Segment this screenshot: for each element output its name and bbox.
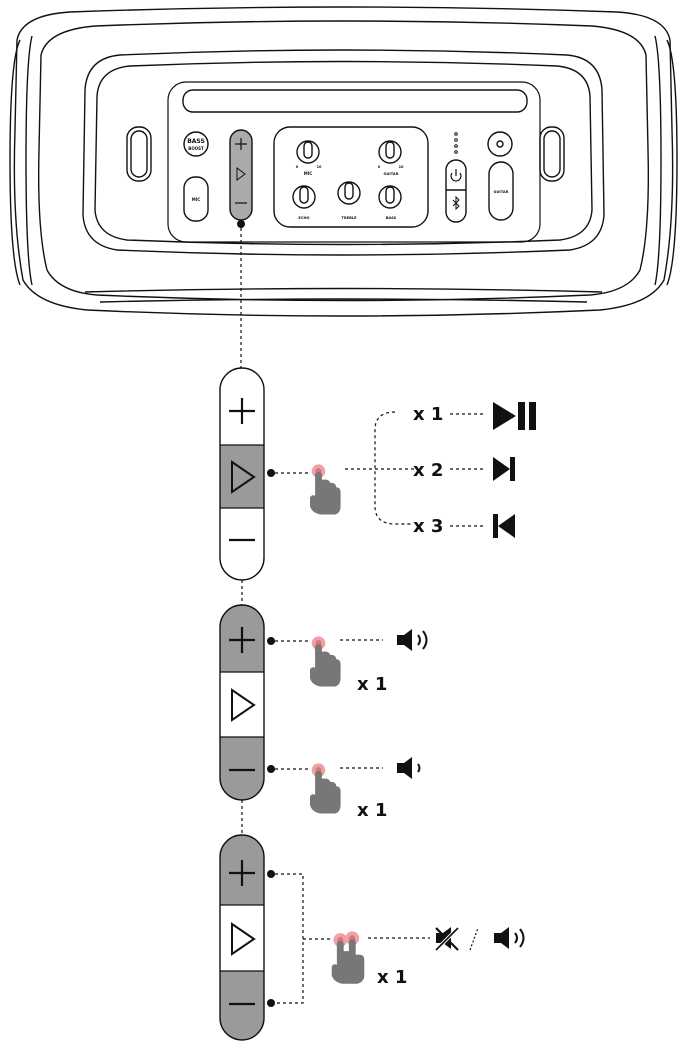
previous-track-icon — [493, 514, 515, 538]
volume-down-icon — [397, 757, 421, 779]
mic-scale-min: 0 — [296, 165, 299, 169]
mic-scale-max: 10 — [317, 165, 322, 169]
knob-label-guitar: GUITAR — [384, 172, 399, 176]
press-count-1: x 1 — [413, 404, 443, 425]
plus-icon — [229, 860, 255, 886]
knob-guitar — [378, 140, 402, 164]
knob-label-treble: TREBLE — [341, 216, 357, 220]
bass-boost-label-2: BOOST — [188, 146, 204, 151]
play-icon — [231, 922, 256, 956]
knob-label-mic: MIC — [304, 171, 312, 176]
press-count-2: x 2 — [413, 460, 443, 481]
knob-label-bass: BASS — [386, 216, 397, 220]
slash-separator — [469, 927, 479, 951]
press-hand-icon — [310, 636, 341, 687]
play-icon — [231, 688, 256, 722]
volume-control-strip — [219, 604, 265, 801]
knob-bass — [378, 185, 402, 209]
unmute-icon — [494, 927, 525, 949]
mute-control-strip — [219, 834, 265, 1041]
volume-down-count: x 1 — [357, 800, 387, 821]
guitar-scale-min: 0 — [378, 165, 381, 169]
knob-mic — [296, 140, 320, 164]
next-track-icon — [493, 457, 515, 481]
guitar-scale-max: 10 — [399, 165, 404, 169]
press-count-3: x 3 — [413, 516, 443, 537]
volume-up-icon — [397, 629, 428, 651]
bass-boost-label-1: BASS — [187, 138, 205, 145]
mute-icon — [434, 926, 460, 952]
plus-icon — [229, 398, 255, 424]
knob-echo — [292, 185, 316, 209]
press-hand-icon — [310, 464, 341, 515]
knob-treble — [337, 181, 361, 205]
play-icon — [231, 460, 256, 494]
speaker-top-view — [9, 6, 678, 317]
volume-up-count: x 1 — [357, 674, 387, 695]
mute-count: x 1 — [377, 967, 407, 988]
plus-icon — [229, 627, 255, 653]
play-control-strip — [219, 367, 265, 581]
double-press-hand-icon — [331, 931, 365, 984]
mic-button-label: MIC — [192, 197, 200, 202]
guitar-button-label: GUITAR — [494, 190, 509, 194]
play-pause-icon — [493, 402, 536, 430]
knob-label-echo: ECHO — [298, 216, 309, 220]
press-hand-icon — [310, 763, 341, 814]
